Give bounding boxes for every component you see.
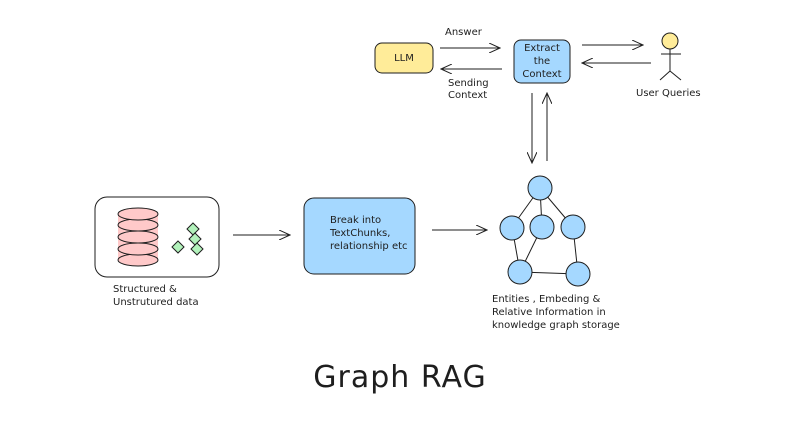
extract-label-line: Extract	[524, 43, 560, 54]
answer-edge-label: Answer	[445, 27, 482, 38]
graph-label-line: knowledge graph storage	[492, 320, 620, 331]
chunker-label: Break into TextChunks, relationship etc	[330, 214, 408, 253]
graph-node	[499, 215, 525, 241]
llm-box	[374, 42, 434, 74]
chunker-label-line: relationship etc	[330, 241, 408, 252]
edge-label-line: Context	[448, 90, 488, 101]
sending-context-edge-label: Sending Context	[448, 78, 489, 102]
data-source-label: Structured & Unstrutured data	[113, 283, 199, 309]
graph-storage-label: Entities , Embeding & Relative Informati…	[492, 293, 620, 332]
user-queries-label: User Queries	[636, 88, 701, 99]
database-icon	[117, 207, 159, 267]
extract-context-label: Extract the Context	[514, 42, 570, 81]
chunker-label-line: TextChunks,	[330, 228, 391, 239]
edge-label-line: Sending	[448, 78, 489, 89]
graph-node	[527, 175, 553, 201]
extract-label-line: Context	[522, 69, 562, 80]
diagram-title: Graph RAG	[313, 360, 487, 395]
extract-context-box	[513, 39, 571, 84]
extract-label-line: the	[533, 56, 551, 67]
graph-node	[560, 214, 586, 240]
graph-node	[565, 261, 591, 287]
graph-label-line: Relative Information in	[492, 307, 606, 318]
llm-label: LLM	[394, 53, 414, 64]
chunker-box	[303, 197, 416, 275]
graph-label-line: Entities , Embeding &	[492, 294, 601, 305]
data-source-label-line: Structured &	[113, 284, 177, 295]
graph-node	[529, 214, 555, 240]
graph-node	[507, 259, 533, 285]
documents-icon	[171, 222, 204, 256]
data-source-label-line: Unstrutured data	[113, 297, 199, 308]
knowledge-graph-icon	[499, 175, 591, 287]
chunker-label-line: Break into	[330, 215, 382, 226]
user-actor-icon	[659, 32, 682, 81]
